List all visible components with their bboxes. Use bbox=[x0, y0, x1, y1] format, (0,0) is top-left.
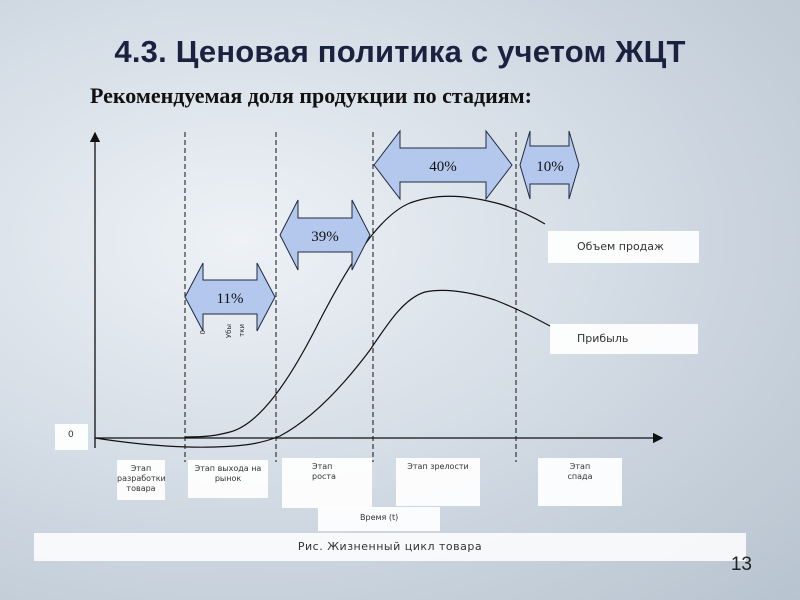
stage-line: Этап bbox=[312, 462, 333, 471]
arrow-11-percent bbox=[184, 262, 276, 332]
stage-line: Этап выхода на bbox=[194, 464, 262, 473]
stage-line: рынок bbox=[214, 474, 242, 483]
stage-market-entry: Этап выхода на рынок bbox=[188, 460, 268, 498]
stage-line: Этап bbox=[130, 464, 152, 473]
stage-development: Этап разработки товара bbox=[117, 460, 166, 500]
stage-line: роста bbox=[312, 472, 336, 481]
profit-label: Прибыль bbox=[577, 332, 629, 345]
stage-growth: Этап роста bbox=[282, 458, 372, 508]
time-label-box: Время (t) bbox=[318, 507, 440, 531]
profit-curve bbox=[94, 289, 551, 448]
arrow-39-percent bbox=[279, 199, 371, 271]
stage-line: Этап bbox=[569, 462, 591, 471]
sales-label: Объем продаж bbox=[577, 240, 664, 253]
slide-title: 4.3. Ценовая политика с учетом ЖЦТ bbox=[114, 34, 686, 69]
profit-label-box: Прибыль bbox=[550, 324, 698, 354]
page-number: 13 bbox=[730, 554, 752, 575]
stage-line: разработки bbox=[117, 474, 166, 483]
arrow-40-percent bbox=[373, 129, 513, 201]
arrow-value: 40% bbox=[429, 159, 457, 175]
slide-subtitle: Рекомендуемая доля продукции по стадиям: bbox=[90, 83, 532, 108]
caption-box bbox=[34, 533, 746, 561]
stage-line: товара bbox=[126, 484, 156, 493]
zero-label-box: 0 bbox=[55, 424, 88, 450]
stage-line: Этап зрелости bbox=[407, 462, 469, 471]
sales-label-box: Объем продаж bbox=[548, 231, 699, 263]
arrow-value: 39% bbox=[311, 229, 339, 245]
zero-label: 0 bbox=[68, 430, 74, 440]
stage-decline: Этап спада bbox=[538, 458, 622, 506]
stage-maturity: Этап зрелости bbox=[396, 458, 480, 506]
arrow-10-percent bbox=[519, 130, 580, 200]
arrow-value: 11% bbox=[217, 291, 244, 307]
stage-line: спада bbox=[567, 472, 593, 481]
arrow-value: 10% bbox=[536, 159, 564, 175]
figure-caption: Рис. Жизненный цикл товара bbox=[297, 540, 483, 553]
time-label: Время (t) bbox=[360, 513, 399, 522]
